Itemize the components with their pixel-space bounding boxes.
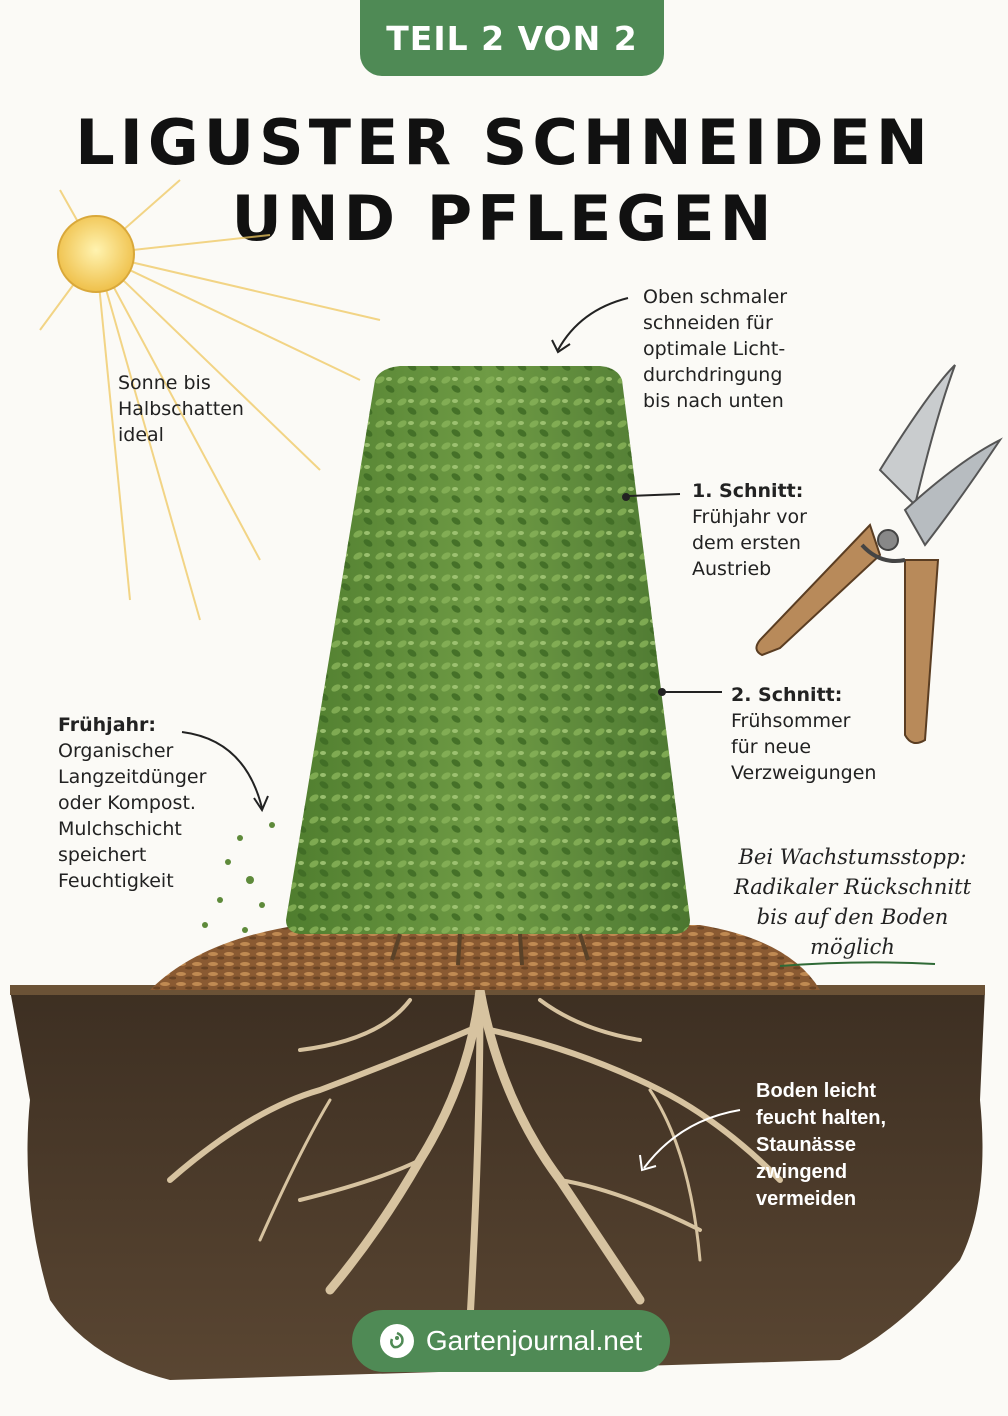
cut1-line-2: dem ersten — [692, 532, 801, 554]
soil-line-4: zwingend — [756, 1161, 848, 1183]
top-cut-line-3: optimale Licht- — [643, 338, 786, 360]
growth-stop-line-2: Radikaler Rückschnitt — [733, 875, 972, 899]
spring-annotation: Frühjahr: Organischer Langzeitdünger ode… — [58, 712, 206, 894]
cut2-annotation: 2. Schnitt: Frühsommer für neue Verzweig… — [731, 682, 876, 786]
cut1-line-3: Austrieb — [692, 558, 772, 580]
top-cut-line-1: Oben schmaler — [643, 286, 788, 308]
spring-line-5: speichert — [58, 844, 147, 866]
top-cut-line-2: schneiden für — [643, 312, 773, 334]
mulch-layer — [150, 925, 820, 990]
spring-heading: Frühjahr: — [58, 714, 157, 736]
sun-line-3: ideal — [118, 424, 164, 446]
annotation-arrows — [181, 297, 936, 1172]
sun-line-1: Sonne bis — [118, 372, 211, 394]
spring-line-1: Organischer — [58, 740, 174, 762]
roots — [167, 985, 783, 1324]
sun-annotation: Sonne bis Halbschatten ideal — [118, 370, 244, 448]
spring-line-6: Feuchtigkeit — [58, 870, 174, 892]
soil-line-1: Boden leicht — [756, 1080, 877, 1102]
page-title-line2: UND PFLEGEN — [231, 182, 777, 255]
top-cut-line-5: bis nach unten — [643, 390, 784, 412]
top-cut-annotation: Oben schmaler schneiden für optimale Lic… — [643, 284, 787, 414]
cut2-heading: 2. Schnitt: — [731, 684, 843, 706]
soil-annotation: Boden leicht feucht halten, Staunässe zw… — [756, 1078, 886, 1213]
hedge — [286, 366, 690, 966]
cut2-line-3: Verzweigungen — [731, 762, 877, 784]
sun-line-2: Halbschatten — [118, 398, 244, 420]
cut2-line-1: Frühsommer — [731, 710, 851, 732]
site-badge[interactable]: Gartenjournal.net — [352, 1310, 670, 1372]
cut1-line-1: Frühjahr vor — [692, 506, 807, 528]
cut1-heading: 1. Schnitt: — [692, 480, 804, 502]
growth-stop-line-3: bis auf den Boden — [756, 905, 949, 929]
fertilizer-granules — [202, 822, 275, 933]
page-title-line1: LIGUSTER SCHNEIDEN — [75, 106, 933, 179]
soil-line-3: Staunässe — [756, 1134, 857, 1156]
growth-stop-line-1: Bei Wachstumsstopp: — [738, 845, 967, 869]
top-cut-line-4: durchdringung — [643, 364, 783, 386]
spring-line-4: Mulchschicht — [58, 818, 182, 840]
sun-icon — [39, 179, 381, 621]
growth-stop-line-4: möglich — [810, 935, 895, 959]
pruning-shears-icon — [755, 364, 1003, 745]
cut2-line-2: für neue — [731, 736, 812, 758]
part-badge: TEIL 2 VON 2 — [360, 0, 664, 76]
cut1-annotation: 1. Schnitt: Frühjahr vor dem ersten Aust… — [692, 478, 807, 582]
spring-line-2: Langzeitdünger — [58, 766, 207, 788]
spring-line-3: oder Kompost. — [58, 792, 196, 814]
site-name[interactable]: Gartenjournal.net — [425, 1325, 643, 1356]
soil-line-2: feucht halten, — [756, 1107, 887, 1129]
leaf-logo-icon — [379, 1324, 414, 1358]
growth-stop-annotation: Bei Wachstumsstopp: Radikaler Rückschnit… — [730, 842, 975, 962]
soil-line-5: vermeiden — [756, 1188, 857, 1210]
